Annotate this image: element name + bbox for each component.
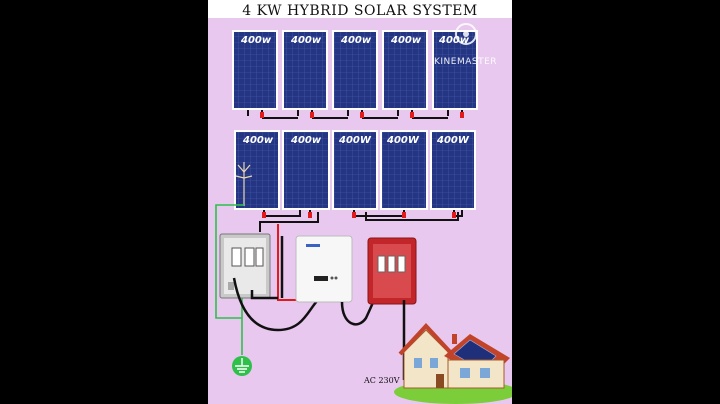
dc-breaker-box-icon bbox=[219, 233, 271, 299]
panel-label: 400w bbox=[438, 35, 470, 46]
ac-breaker-box-icon bbox=[367, 237, 417, 305]
panel-label: 400w bbox=[290, 135, 322, 146]
solar-panel-bottom-4: 400W bbox=[380, 130, 428, 210]
top-row-connectors bbox=[260, 112, 464, 118]
ac-output-label: AC 230V bbox=[363, 376, 400, 385]
panel-label: 400w bbox=[242, 135, 274, 146]
solar-panel-bottom-5: 400W bbox=[430, 130, 476, 210]
bottom-row-wiring bbox=[259, 210, 463, 232]
panel-label: 400W bbox=[338, 135, 372, 146]
panel-label: 400W bbox=[386, 135, 420, 146]
top-row-wiring bbox=[247, 110, 463, 119]
panel-label: 400w bbox=[240, 35, 272, 46]
solar-panel-top-1: 400w bbox=[232, 30, 278, 110]
dc-positive-wire bbox=[277, 224, 296, 301]
bottom-row-connectors bbox=[262, 212, 456, 218]
wiring-diagram: 400w 400w 400w 400w 400w KINEMASTER bbox=[215, 23, 512, 404]
kinemaster-watermark: KINEMASTER bbox=[434, 23, 497, 67]
solar-panel-bottom-1: 400w bbox=[234, 130, 280, 210]
solar-panel-top-4: 400w bbox=[382, 30, 428, 110]
diagram-canvas: 4 KW HYBRID SOLAR SYSTEM 400w 400w 400w bbox=[208, 0, 512, 404]
solar-panel-top-3: 400w bbox=[332, 30, 378, 110]
panel-label: 400W bbox=[436, 135, 470, 146]
panel-label: 400w bbox=[290, 35, 322, 46]
panel-label: 400w bbox=[340, 35, 372, 46]
house-icon bbox=[394, 323, 512, 404]
dc-cables bbox=[232, 236, 319, 332]
solar-panel-bottom-2: 400w bbox=[282, 130, 330, 210]
earth-ground-icon bbox=[232, 356, 252, 376]
panel-label: 400w bbox=[390, 35, 422, 46]
inverter-icon bbox=[295, 235, 353, 303]
watermark-text: KINEMASTER bbox=[434, 57, 497, 67]
solar-panel-top-2: 400w bbox=[282, 30, 328, 110]
lightning-arrestor-icon bbox=[235, 162, 253, 206]
diagram-title: 4 KW HYBRID SOLAR SYSTEM bbox=[242, 3, 478, 19]
solar-panel-bottom-3: 400W bbox=[332, 130, 378, 210]
title-bar: 4 KW HYBRID SOLAR SYSTEM bbox=[208, 0, 512, 19]
